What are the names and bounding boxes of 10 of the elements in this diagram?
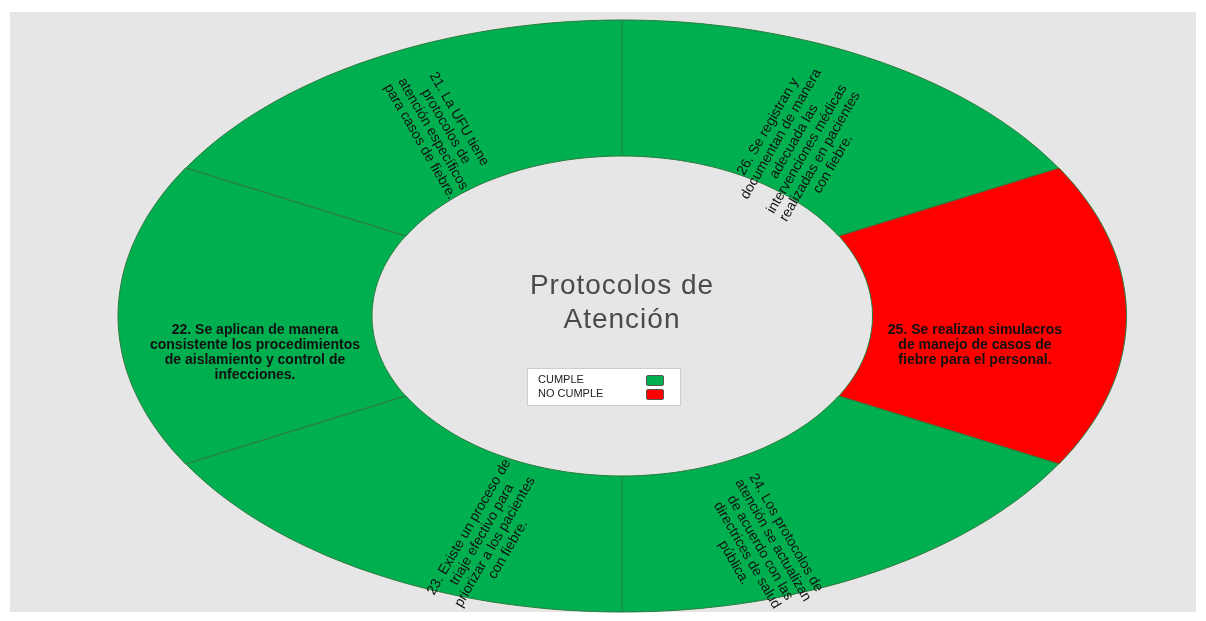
segment-label: 22. Se aplican de manera consistente los procedimientos de aislamiento y control de infecciones. <box>148 322 362 382</box>
chart-title: Protocolos de Atención <box>528 268 716 336</box>
ring-segment <box>622 20 1059 236</box>
legend-label: CUMPLE <box>538 373 584 385</box>
ring-segment <box>185 396 622 612</box>
ring-segment <box>185 20 622 236</box>
legend-label: NO CUMPLE <box>538 387 604 399</box>
segment-label: 25. Se realizan simulacros de manejo de casos de fiebre para el personal. <box>886 322 1064 367</box>
ring-segment <box>622 396 1059 612</box>
ring-segment <box>118 168 406 464</box>
